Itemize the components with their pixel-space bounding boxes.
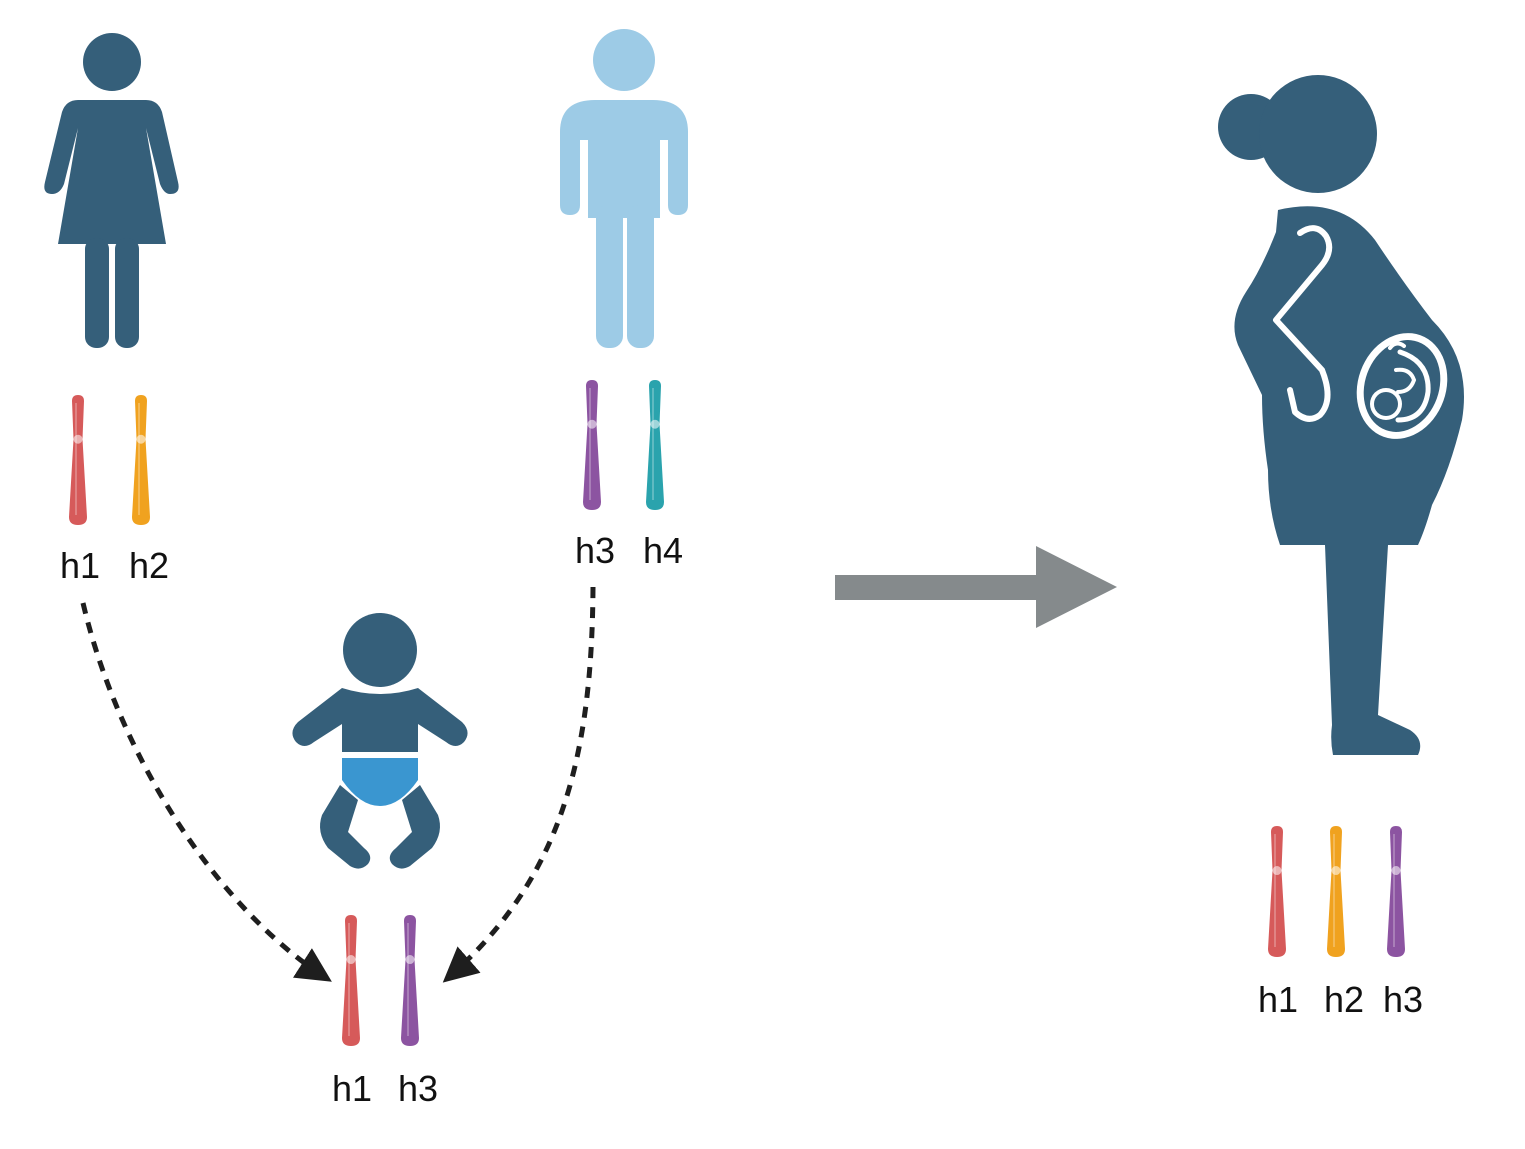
chromosome-group <box>69 380 1405 1046</box>
dashed-arrow-icon <box>442 586 596 983</box>
father-label-2: h4 <box>643 530 683 571</box>
child-label-2: h3 <box>398 1068 438 1109</box>
pregnant-label-1: h1 <box>1258 979 1298 1020</box>
chromosome-h1 <box>1268 826 1286 957</box>
baby-icon <box>292 613 468 869</box>
chromosome-h3 <box>1387 826 1405 957</box>
father-label-1: h3 <box>575 530 615 571</box>
dashed-arrow-icon <box>80 602 332 982</box>
man-icon <box>560 29 688 348</box>
chromosome-h2 <box>1327 826 1345 957</box>
fetus-icon <box>1370 341 1431 423</box>
chromosome-h1 <box>342 915 360 1046</box>
pregnant-label-3: h3 <box>1383 979 1423 1020</box>
woman-icon <box>44 33 179 348</box>
chromosome-h1 <box>69 395 87 525</box>
chromosome-h4 <box>646 380 664 510</box>
mother-label-2: h2 <box>129 545 169 586</box>
chromosome-h3 <box>401 915 419 1046</box>
mother-label-1: h1 <box>60 545 100 586</box>
pregnant-label-2: h2 <box>1324 979 1364 1020</box>
diaper <box>342 758 418 806</box>
right-arrow-icon <box>835 546 1117 628</box>
chromosome-h3 <box>583 380 601 510</box>
pregnant-woman-icon <box>1218 75 1464 755</box>
chromosome-h2 <box>132 395 150 525</box>
child-label-1: h1 <box>332 1068 372 1109</box>
